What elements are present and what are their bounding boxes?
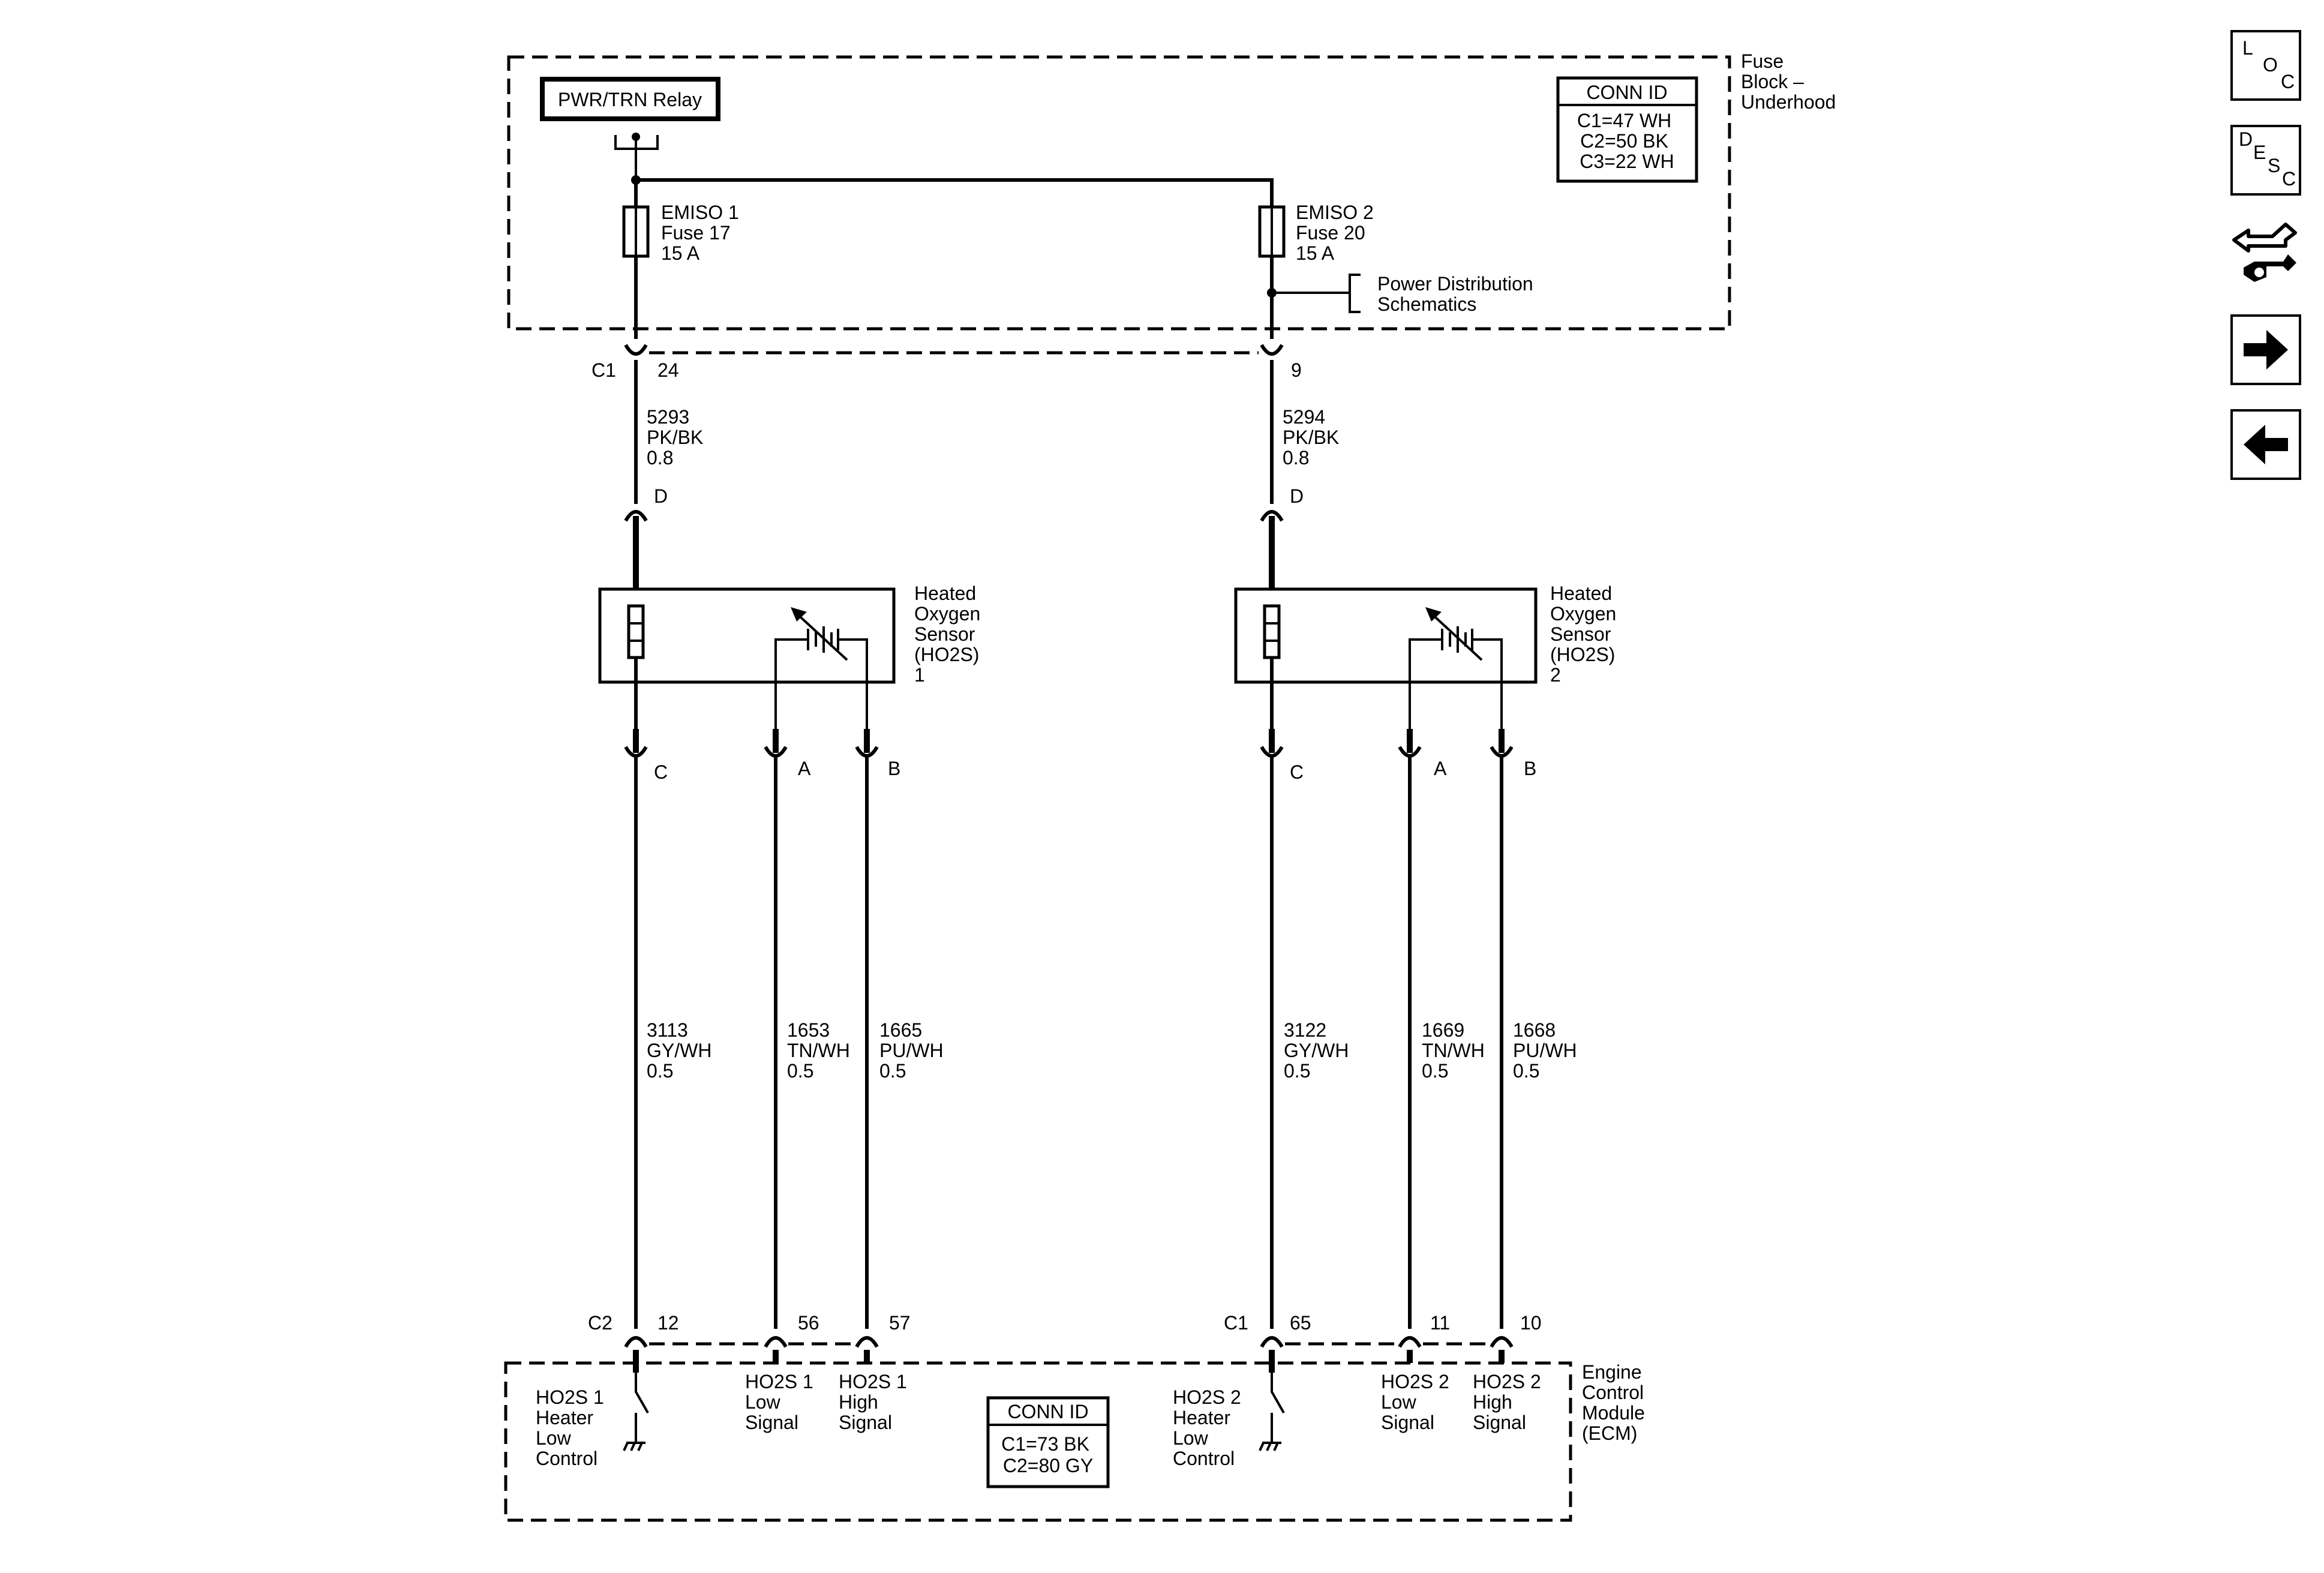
sensor1-label: Heated Oxygen Sensor (HO2S) 1 (914, 583, 986, 686)
fuse-conn-c1-left-pin (624, 344, 648, 356)
ecm-conn-id-box (986, 1396, 1110, 1488)
sensor1-lower-connectors (624, 729, 879, 758)
ecm-pin-12: 12 (657, 1312, 679, 1334)
loc-letter-l: L (2242, 37, 2253, 59)
sensor2-pin-b: B (1524, 758, 1536, 779)
harness-icon (2232, 223, 2297, 282)
power-dist-ref-label: Power Distribution Schematics (1377, 273, 1539, 315)
ecm-pin-65: 65 (1290, 1312, 1311, 1334)
arrow-right-icon (2244, 330, 2288, 370)
sensor1-pin-d: D (654, 485, 668, 507)
sensor2-label: Heated Oxygen Sensor (HO2S) 2 (1550, 583, 1622, 686)
fuse-block-label: Fuse Block – Underhood (1741, 50, 1836, 113)
ecm-label: Engine Control Module (ECM) (1582, 1361, 1650, 1444)
sensor2-lower-connectors (1260, 729, 1514, 758)
harness-button[interactable] (2230, 220, 2301, 290)
ground-icon (1259, 1442, 1281, 1451)
ecm-label-ho2s1-high: HO2S 1 High Signal (839, 1371, 912, 1433)
ecm-connector-c2 (624, 1336, 879, 1348)
ecm-pin-10: 10 (1520, 1312, 1542, 1334)
arrow-left-icon (2244, 425, 2288, 464)
fuse-1-label: EMISO 1 Fuse 17 15 A (661, 202, 744, 264)
relay-label: PWR/TRN Relay (558, 89, 702, 110)
ecm-label-ho2s2-low: HO2S 2 Low Signal (1381, 1371, 1455, 1433)
desc-letter-s: S (2268, 155, 2281, 176)
ecm-heater2-low-switch (1271, 1373, 1285, 1443)
ecm-pin-57: 57 (889, 1312, 911, 1334)
fuse-conn-c1-pin-right: 9 (1291, 359, 1302, 381)
wire-5293-label: 5293 PK/BK 0.8 (647, 406, 708, 469)
loc-button[interactable]: L O C (2230, 30, 2301, 101)
desc-letter-d: D (2239, 128, 2253, 150)
sensor1-box (598, 587, 896, 684)
sensor1-pin-b: B (888, 758, 900, 779)
fuse-conn-id-title: CONN ID (1586, 82, 1667, 103)
ecm-label-ho2s2-heater: HO2S 2 Heater Low Control (1173, 1386, 1247, 1469)
sensor2-conn-d (1260, 510, 1284, 522)
loc-letter-c: C (2281, 71, 2295, 92)
ecm-outline (504, 1361, 1572, 1522)
ecm-pin-56: 56 (798, 1312, 819, 1334)
relay-terminal-dot (632, 133, 640, 141)
fuse-conn-id-list: C1=47 WH C2=50 BK C3=22 WH (1577, 110, 1677, 172)
ecm-label-ho2s1-low: HO2S 1 Low Signal (745, 1371, 819, 1433)
ecm-conn-c1-label: C1 (1224, 1312, 1248, 1334)
bus-splice (631, 175, 641, 185)
back-button[interactable] (2230, 409, 2301, 480)
desc-letter-e: E (2253, 142, 2266, 163)
fuse-conn-id-box (1556, 76, 1698, 183)
ecm-conn-c2-label: C2 (588, 1312, 612, 1334)
wire-1665-label: 1665 PU/WH 0.5 (879, 1019, 949, 1082)
fuse-conn-c1-label: C1 (591, 359, 616, 381)
relay-box (540, 77, 720, 121)
ecm-connector-c1 (1260, 1336, 1514, 1348)
wire-3113-label: 3113 GY/WH 0.5 (647, 1019, 717, 1082)
wire-5294-label: 5294 PK/BK 0.8 (1283, 406, 1344, 469)
ecm-label-ho2s2-high: HO2S 2 High Signal (1473, 1371, 1547, 1433)
sensor2-pin-d: D (1290, 485, 1304, 507)
desc-letter-c: C (2282, 168, 2296, 190)
sensor1-pin-a: A (798, 758, 811, 779)
sensor2-box (1234, 587, 1538, 684)
sensor1-conn-d (624, 510, 648, 522)
ecm-pin-11: 11 (1430, 1312, 1450, 1334)
wire-1653-label: 1653 TN/WH 0.5 (787, 1019, 855, 1082)
wire-1668-label: 1668 PU/WH 0.5 (1513, 1019, 1583, 1082)
sensor1-element (774, 638, 868, 729)
sensor2-variable-arrow (1428, 611, 1483, 661)
sensor2-pin-c: C (1290, 761, 1304, 783)
wire-3122-label: 3122 GY/WH 0.5 (1284, 1019, 1354, 1082)
fuse-conn-c1-pin-left: 24 (657, 359, 679, 381)
ecm-label-ho2s1-heater: HO2S 1 Heater Low Control (536, 1386, 609, 1469)
power-dist-ref-bracket (1272, 274, 1361, 313)
wire-1669-label: 1669 TN/WH 0.5 (1422, 1019, 1490, 1082)
ground-icon (623, 1442, 645, 1451)
sensor2-heater (1263, 604, 1281, 659)
forward-button[interactable] (2230, 314, 2301, 385)
lower-wires (634, 757, 1503, 1329)
loc-letter-o: O (2263, 54, 2278, 76)
sensor1-heater (627, 604, 645, 659)
sensor2-element (1409, 638, 1503, 729)
sensor1-variable-arrow (794, 611, 848, 661)
sensor1-pin-c: C (654, 761, 668, 783)
nav-toolbar: L O C D E S C (2230, 30, 2305, 504)
sensor2-pin-a: A (1434, 758, 1447, 779)
ecm-heater1-low-switch (635, 1373, 649, 1443)
fuse-2-label: EMISO 2 Fuse 20 15 A (1296, 202, 1379, 264)
desc-button[interactable]: D E S C (2230, 125, 2301, 196)
fuse-conn-c1-right-pin (1260, 344, 1284, 356)
fuse-block-outline (507, 55, 1731, 331)
ecm-conn-id-list: C1=73 BK C2=80 GY (1001, 1433, 1095, 1476)
ecm-conn-id-title: CONN ID (1007, 1401, 1088, 1422)
